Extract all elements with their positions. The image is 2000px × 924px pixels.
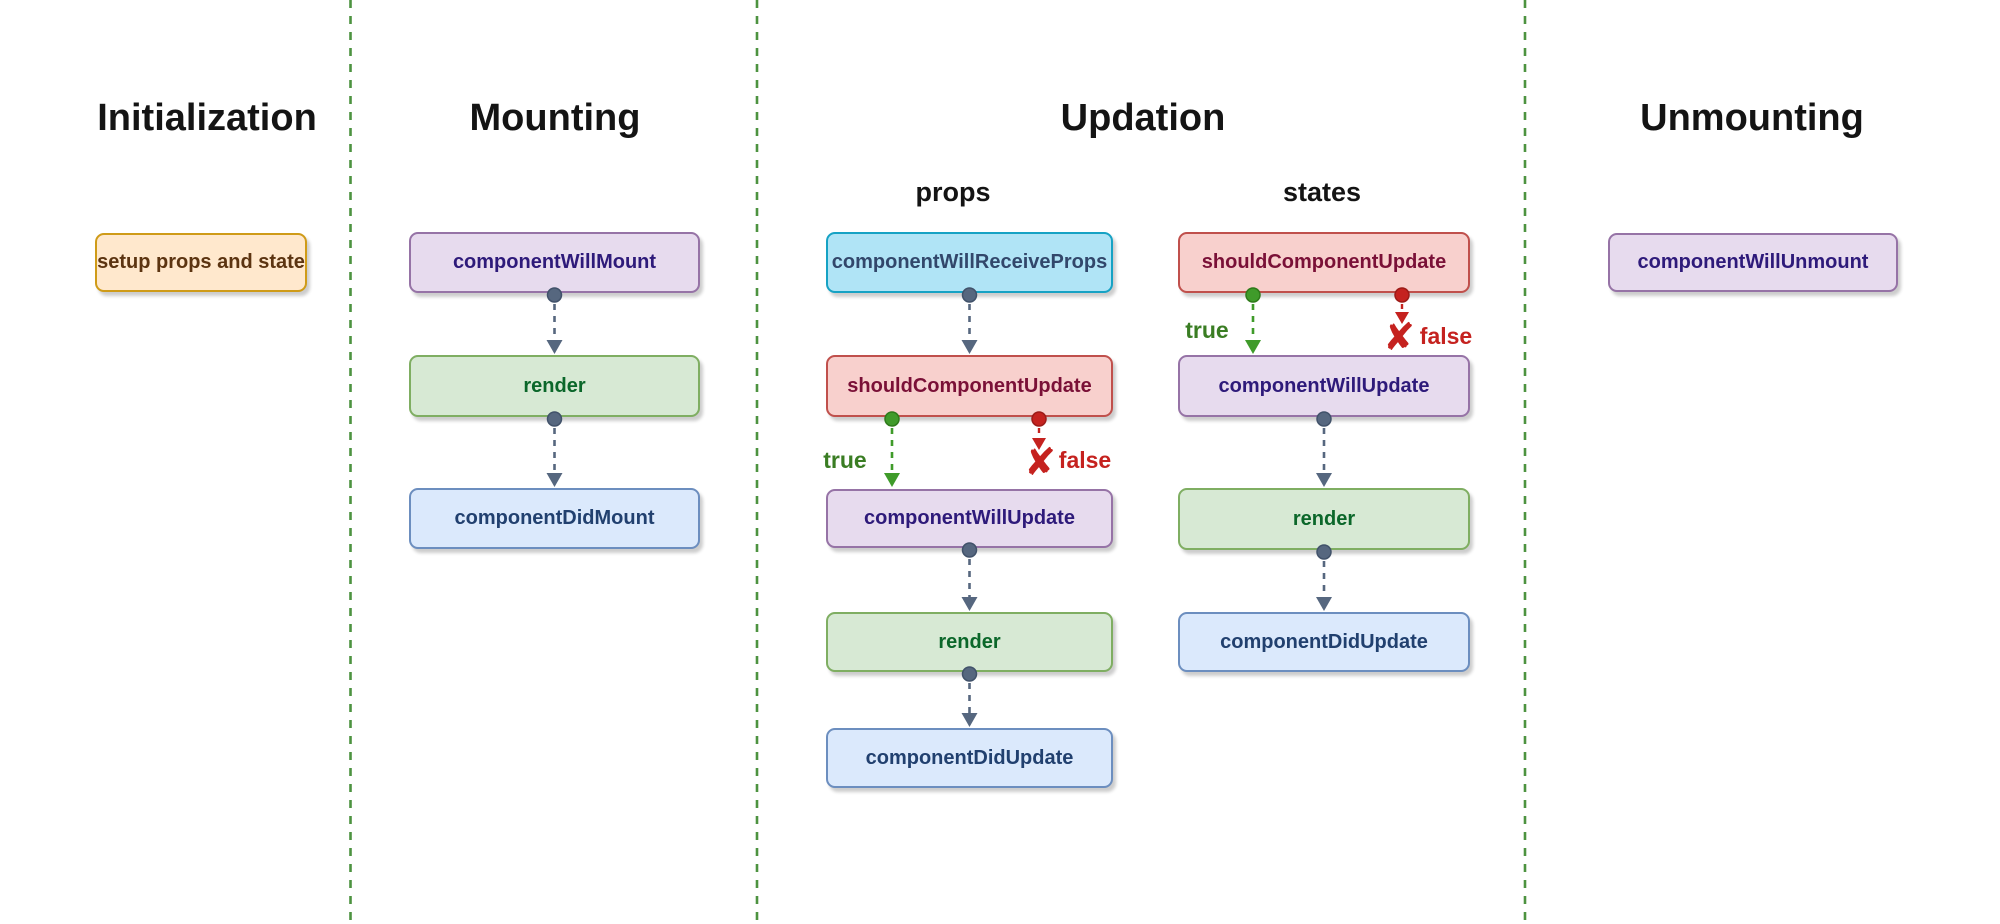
node-should-component-update-props: shouldComponentUpdate bbox=[826, 355, 1113, 417]
node-label: shouldComponentUpdate bbox=[1201, 251, 1447, 273]
connector-true-states bbox=[1245, 287, 1261, 354]
node-label: componentDidMount bbox=[454, 507, 655, 529]
node-render-props: render bbox=[826, 612, 1113, 672]
node-label: render bbox=[523, 374, 586, 397]
node-render-states: render bbox=[1178, 488, 1470, 550]
node-component-will-mount: componentWillMount bbox=[409, 232, 700, 293]
connector-will-update-to-render-states bbox=[1316, 411, 1332, 487]
node-component-did-update-props: componentDidUpdate bbox=[826, 728, 1113, 788]
connector-will-update-to-render-props bbox=[961, 542, 978, 611]
branch-label-true-states: true bbox=[1185, 317, 1229, 343]
node-render-mounting: render bbox=[409, 355, 700, 417]
node-label: componentWillUpdate bbox=[1218, 374, 1430, 397]
subcolumn-header-states: states bbox=[1282, 177, 1362, 207]
node-label: render bbox=[1292, 507, 1356, 530]
x-cross-icon: ✘ bbox=[1383, 315, 1415, 359]
x-cross-icon: ✘ bbox=[1024, 440, 1056, 484]
column-title-updation: Updation bbox=[1060, 97, 1226, 139]
node-component-will-unmount: componentWillUnmount bbox=[1608, 233, 1898, 292]
node-label: componentWillUpdate bbox=[864, 507, 1075, 529]
node-component-will-update-props: componentWillUpdate bbox=[826, 489, 1113, 548]
node-label: componentDidUpdate bbox=[865, 746, 1074, 769]
node-should-component-update-states: shouldComponentUpdate bbox=[1178, 232, 1470, 293]
node-label: shouldComponentUpdate bbox=[847, 374, 1092, 397]
column-title-unmounting: Unmounting bbox=[1640, 97, 1864, 139]
node-label: componentDidUpdate bbox=[1220, 630, 1428, 653]
connector-render-to-did-update-props bbox=[961, 666, 978, 727]
connector-will-mount-to-render bbox=[546, 287, 563, 354]
connector-render-to-did-mount bbox=[546, 411, 563, 487]
node-component-will-update-states: componentWillUpdate bbox=[1178, 355, 1470, 417]
node-component-will-receive-props: componentWillReceiveProps bbox=[826, 232, 1113, 293]
node-label: setup props and state bbox=[97, 251, 305, 273]
subcolumn-header-props: props bbox=[915, 177, 991, 207]
column-title-mounting: Mounting bbox=[469, 97, 641, 139]
node-label: componentWillReceiveProps bbox=[831, 251, 1108, 273]
connector-true-props bbox=[884, 411, 900, 487]
node-label: render bbox=[938, 630, 1001, 653]
column-title-initialization: Initialization bbox=[97, 97, 317, 139]
branch-label-false-props: false bbox=[1058, 447, 1112, 473]
node-label: componentWillUnmount bbox=[1637, 251, 1869, 273]
node-component-did-mount: componentDidMount bbox=[409, 488, 700, 549]
connector-receive-props-to-should-update bbox=[961, 287, 978, 354]
node-label: componentWillMount bbox=[452, 251, 657, 273]
branch-label-true-props: true bbox=[823, 447, 867, 473]
node-setup-props-and-state: setup props and state bbox=[95, 233, 307, 292]
branch-label-false-states: false bbox=[1419, 323, 1473, 349]
connector-render-to-did-update-states bbox=[1316, 544, 1332, 611]
node-component-did-update-states: componentDidUpdate bbox=[1178, 612, 1470, 672]
